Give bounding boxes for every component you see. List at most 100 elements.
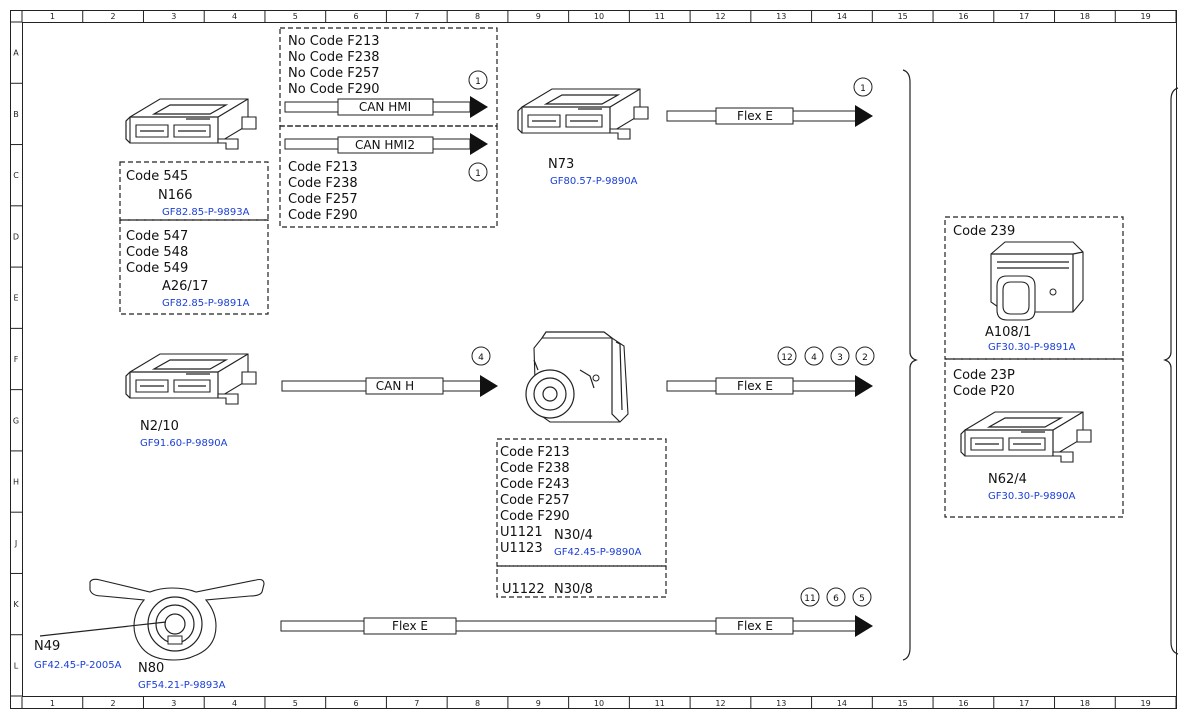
column-number: 8: [475, 12, 480, 21]
n30-8-name: N30/8: [554, 582, 593, 597]
n30-code-f290: Code F290: [500, 509, 570, 524]
column-number: 16: [958, 699, 968, 708]
flex-e-mid-arrow: [855, 375, 873, 397]
right-brace: [1163, 87, 1179, 655]
esp-unit-icon: [525, 331, 629, 423]
flex-e-bottom-bus: Flex E Flex E 11 6 5: [280, 587, 873, 637]
can-hmi-arrow: [470, 96, 488, 118]
flex-bottom-marker-6: 6: [833, 594, 839, 604]
n62-4-ref: GF30.30-P-9890A: [988, 491, 1076, 502]
column-number: 10: [594, 12, 604, 21]
n80-name: N80: [138, 661, 164, 676]
column-number: 2: [111, 699, 116, 708]
right-code-box: Code 239 A108/1 GF30.30-P-9891A Code 23P…: [944, 216, 1124, 518]
n73-ref: GF80.57-P-9890A: [550, 176, 638, 187]
column-number: 2: [111, 12, 116, 21]
column-number: 17: [1019, 699, 1029, 708]
n30-code-f213: Code F213: [500, 445, 570, 460]
row-letter: C: [13, 171, 19, 180]
ecu-module-icon: [125, 98, 257, 150]
n30-code-f243: Code F243: [500, 477, 570, 492]
left-brace: [902, 69, 918, 661]
column-number: 11: [655, 12, 665, 21]
n2-10-ref: GF91.60-P-9890A: [140, 438, 228, 449]
column-number: 9: [536, 699, 541, 708]
flex-bottom-marker-11: 11: [804, 594, 815, 604]
column-number: 15: [898, 699, 908, 708]
can-hmi2-label: CAN HMI2: [355, 138, 415, 152]
column-number: 10: [594, 699, 604, 708]
no-code-f257: No Code F257: [288, 66, 380, 81]
can-hmi-bus: CAN HMI 1: [284, 70, 488, 118]
a108-1-ref: GF30.30-P-9891A: [988, 342, 1076, 353]
column-number: 3: [171, 699, 176, 708]
code-547: Code 547: [126, 229, 188, 244]
can-h-label: CAN H: [376, 379, 414, 393]
can-hmi-label: CAN HMI: [359, 100, 411, 114]
n30-u1123: U1123: [500, 541, 543, 556]
ecu-module-icon: [517, 88, 649, 140]
code-239: Code 239: [953, 224, 1015, 239]
flex-mid-marker-4: 4: [811, 353, 817, 363]
n166-name: N166: [158, 188, 193, 203]
code-f238: Code F238: [288, 176, 358, 191]
code-f290: Code F290: [288, 208, 358, 223]
column-number: 4: [232, 12, 237, 21]
column-number: 1: [50, 699, 55, 708]
flex-mid-marker-12: 12: [781, 353, 792, 363]
n30-4-name: N30/4: [554, 528, 593, 543]
a108-1-name: A108/1: [985, 325, 1031, 340]
column-number: 11: [655, 699, 665, 708]
row-letter: G: [13, 416, 19, 425]
a26-17-name: A26/17: [162, 279, 208, 294]
n30-u1122: U1122: [502, 582, 545, 597]
can-h-bus: CAN H 4: [281, 346, 498, 397]
flex-e-top-marker: 1: [860, 84, 866, 94]
n166-box: Code 545 N166 GF82.85-P-9893A Code 547 C…: [119, 161, 269, 315]
a26-17-ref: GF82.85-P-9891A: [162, 298, 250, 309]
column-number: 17: [1019, 12, 1029, 21]
no-code-f238: No Code F238: [288, 50, 380, 65]
can-hmi2-arrow: [470, 133, 488, 155]
column-number: 6: [354, 699, 359, 708]
radar-sensor-icon: [990, 241, 1084, 321]
column-number: 13: [776, 12, 786, 21]
n49-ref: GF42.45-P-2005A: [34, 660, 122, 671]
flex-e-top-label: Flex E: [737, 109, 773, 123]
flex-e-mid-label: Flex E: [737, 379, 773, 393]
row-letter: H: [13, 478, 19, 487]
ecu-module-icon: [960, 411, 1092, 463]
n166-ref: GF82.85-P-9893A: [162, 207, 250, 218]
flex-e-bottom-arrow: [855, 615, 873, 637]
column-number: 18: [1080, 12, 1090, 21]
row-letter: L: [14, 661, 19, 670]
code-f213: Code F213: [288, 160, 358, 175]
can-hmi2-marker: 1: [475, 169, 481, 179]
column-number: 5: [293, 12, 298, 21]
flex-e-top-arrow: [855, 105, 873, 127]
flex-e-top-bus: Flex E 1: [666, 77, 873, 127]
column-number: 7: [414, 699, 419, 708]
no-code-f290: No Code F290: [288, 82, 380, 97]
row-letter: J: [14, 539, 17, 548]
column-number: 1: [50, 12, 55, 21]
code-545: Code 545: [126, 169, 188, 184]
flex-bottom-marker-5: 5: [859, 594, 865, 604]
top-code-box: No Code F213 No Code F238 No Code F257 N…: [279, 27, 498, 228]
column-number: 13: [776, 699, 786, 708]
ecu-module-icon: [125, 353, 257, 405]
n62-4-name: N62/4: [988, 472, 1027, 487]
column-number: 5: [293, 699, 298, 708]
column-number: 4: [232, 699, 237, 708]
no-code-f213: No Code F213: [288, 34, 380, 49]
n30-u1121: U1121: [500, 525, 543, 540]
row-letter: B: [13, 110, 19, 119]
flex-mid-marker-2: 2: [862, 353, 868, 363]
column-number: 19: [1141, 699, 1151, 708]
n80-ref: GF54.21-P-9893A: [138, 680, 226, 691]
row-letter: E: [13, 294, 18, 303]
